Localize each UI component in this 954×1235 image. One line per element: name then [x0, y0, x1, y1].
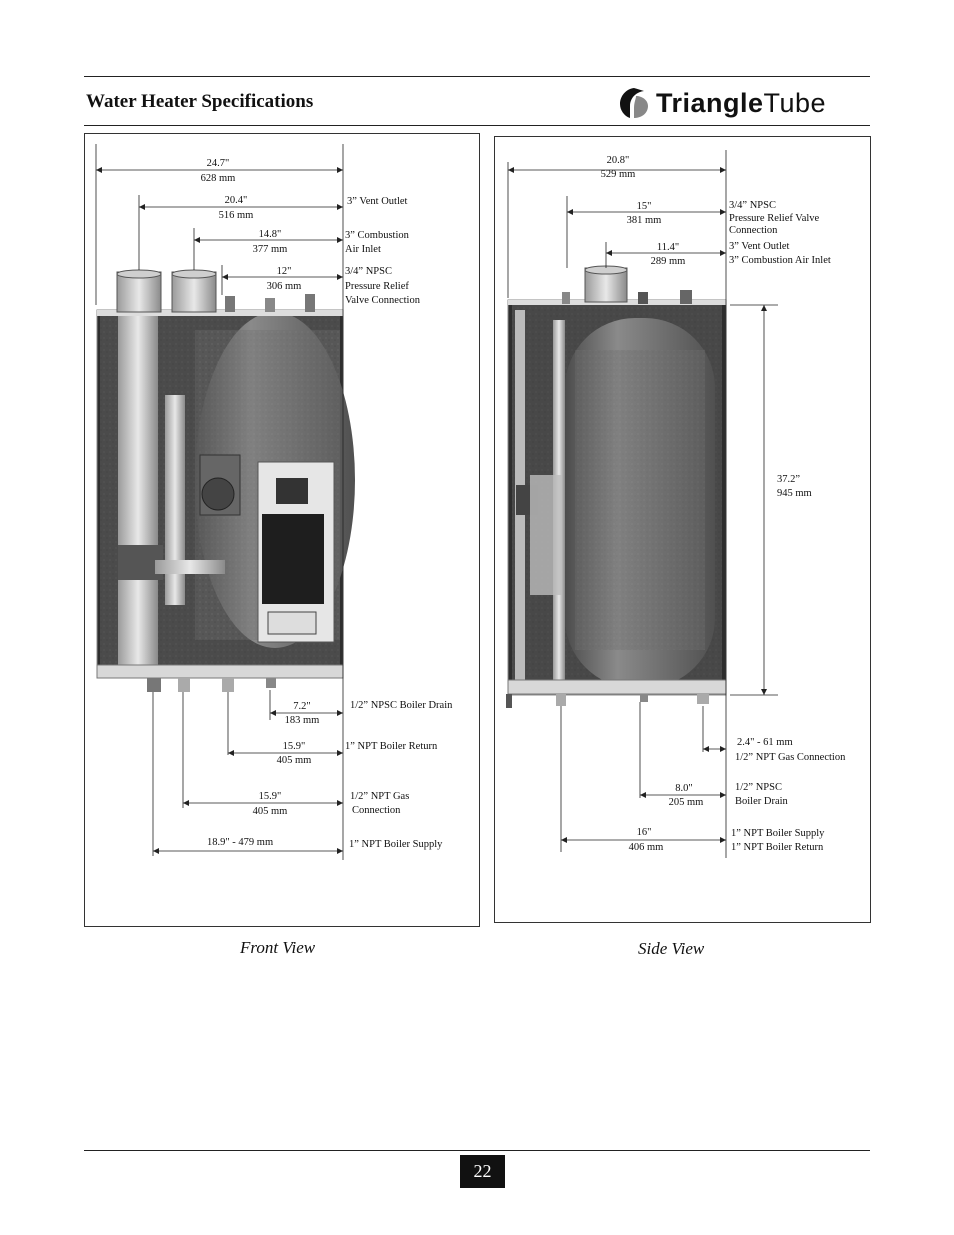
front-view-caption: Front View [240, 938, 316, 957]
side-vent-dim-mm: 289 mm [650, 256, 686, 267]
front-air-dim-mm: 377 mm [252, 244, 288, 255]
front-drain-dim-in: 7.2" [293, 701, 311, 712]
front-supply-dim: 18.9" - 479 mm [207, 837, 274, 848]
side-supply-dim-mm: 406 mm [628, 842, 664, 853]
front-return-dim-mm: 405 mm [276, 755, 312, 766]
side-relief-callout-3: Connection [729, 225, 778, 236]
side-overall-width-mm: 529 mm [600, 169, 636, 180]
side-drain-callout-2: Boiler Drain [735, 796, 788, 807]
logo-triangle-text: Triangle [656, 88, 764, 118]
triangle-logo-icon [620, 88, 648, 118]
front-relief-dim-in: 12" [276, 266, 292, 277]
front-gas-dim-mm: 405 mm [252, 806, 288, 817]
side-relief-dim-in: 15" [636, 201, 652, 212]
side-overall-width-in: 20.8" [606, 155, 630, 166]
side-relief-callout-2: Pressure Relief Valve [729, 213, 820, 224]
side-vent-callout-2: 3” Combustion Air Inlet [729, 255, 831, 266]
side-relief-dim-mm: 381 mm [626, 215, 662, 226]
side-vent-callout-1: 3” Vent Outlet [729, 241, 790, 252]
side-height-dim-in: 37.2” [777, 474, 801, 485]
front-return-callout: 1” NPT Boiler Return [345, 741, 438, 752]
front-relief-callout-3: Valve Connection [345, 295, 420, 306]
front-drain-dim-mm: 183 mm [284, 715, 320, 726]
page-title: Water Heater Specifications [86, 91, 314, 112]
side-height-dim-mm: 945 mm [777, 488, 812, 499]
front-overall-width-in: 24.7" [206, 158, 230, 169]
front-vent-dim-mm: 516 mm [218, 210, 254, 221]
side-supply-callout-2: 1” NPT Boiler Return [731, 842, 824, 853]
front-return-dim-in: 15.9" [282, 741, 306, 752]
logo-tube-text: Tube [763, 88, 827, 118]
side-supply-dim-in: 16" [636, 827, 652, 838]
side-gas-callout: 1/2” NPT Gas Connection [735, 752, 846, 763]
front-vent-callout: 3” Vent Outlet [347, 196, 408, 207]
front-gas-callout-1: 1/2” NPT Gas [350, 791, 410, 802]
brand-logo: TriangleTube [616, 86, 866, 120]
page-number: 22 [460, 1155, 505, 1188]
side-relief-callout-1: 3/4” NPSC [729, 200, 776, 211]
front-relief-dim-mm: 306 mm [266, 281, 302, 292]
front-supply-callout: 1” NPT Boiler Supply [349, 839, 443, 850]
front-relief-callout-2: Pressure Relief [345, 281, 409, 292]
header-bottom-rule [84, 125, 870, 126]
footer-rule [84, 1150, 870, 1151]
header-top-rule [84, 76, 870, 77]
side-view-caption: Side View [638, 939, 705, 958]
front-air-callout-1: 3” Combustion [345, 230, 409, 241]
side-supply-callout-1: 1” NPT Boiler Supply [731, 828, 825, 839]
front-drain-callout: 1/2” NPSC Boiler Drain [350, 700, 453, 711]
side-drain-dim-in: 8.0" [675, 783, 693, 794]
front-vent-dim-in: 20.4" [224, 195, 248, 206]
front-gas-callout-2: Connection [352, 805, 401, 816]
front-air-dim-in: 14.8" [258, 229, 282, 240]
front-gas-dim-in: 15.9" [258, 791, 282, 802]
side-drain-dim-mm: 205 mm [668, 797, 704, 808]
side-gas-dim: 2.4" - 61 mm [737, 737, 793, 748]
side-drain-callout-1: 1/2” NPSC [735, 782, 782, 793]
front-relief-callout-1: 3/4” NPSC [345, 266, 392, 277]
front-air-callout-2: Air Inlet [345, 244, 381, 255]
side-vent-dim-in: 11.4" [656, 242, 680, 253]
front-overall-width-mm: 628 mm [200, 173, 236, 184]
